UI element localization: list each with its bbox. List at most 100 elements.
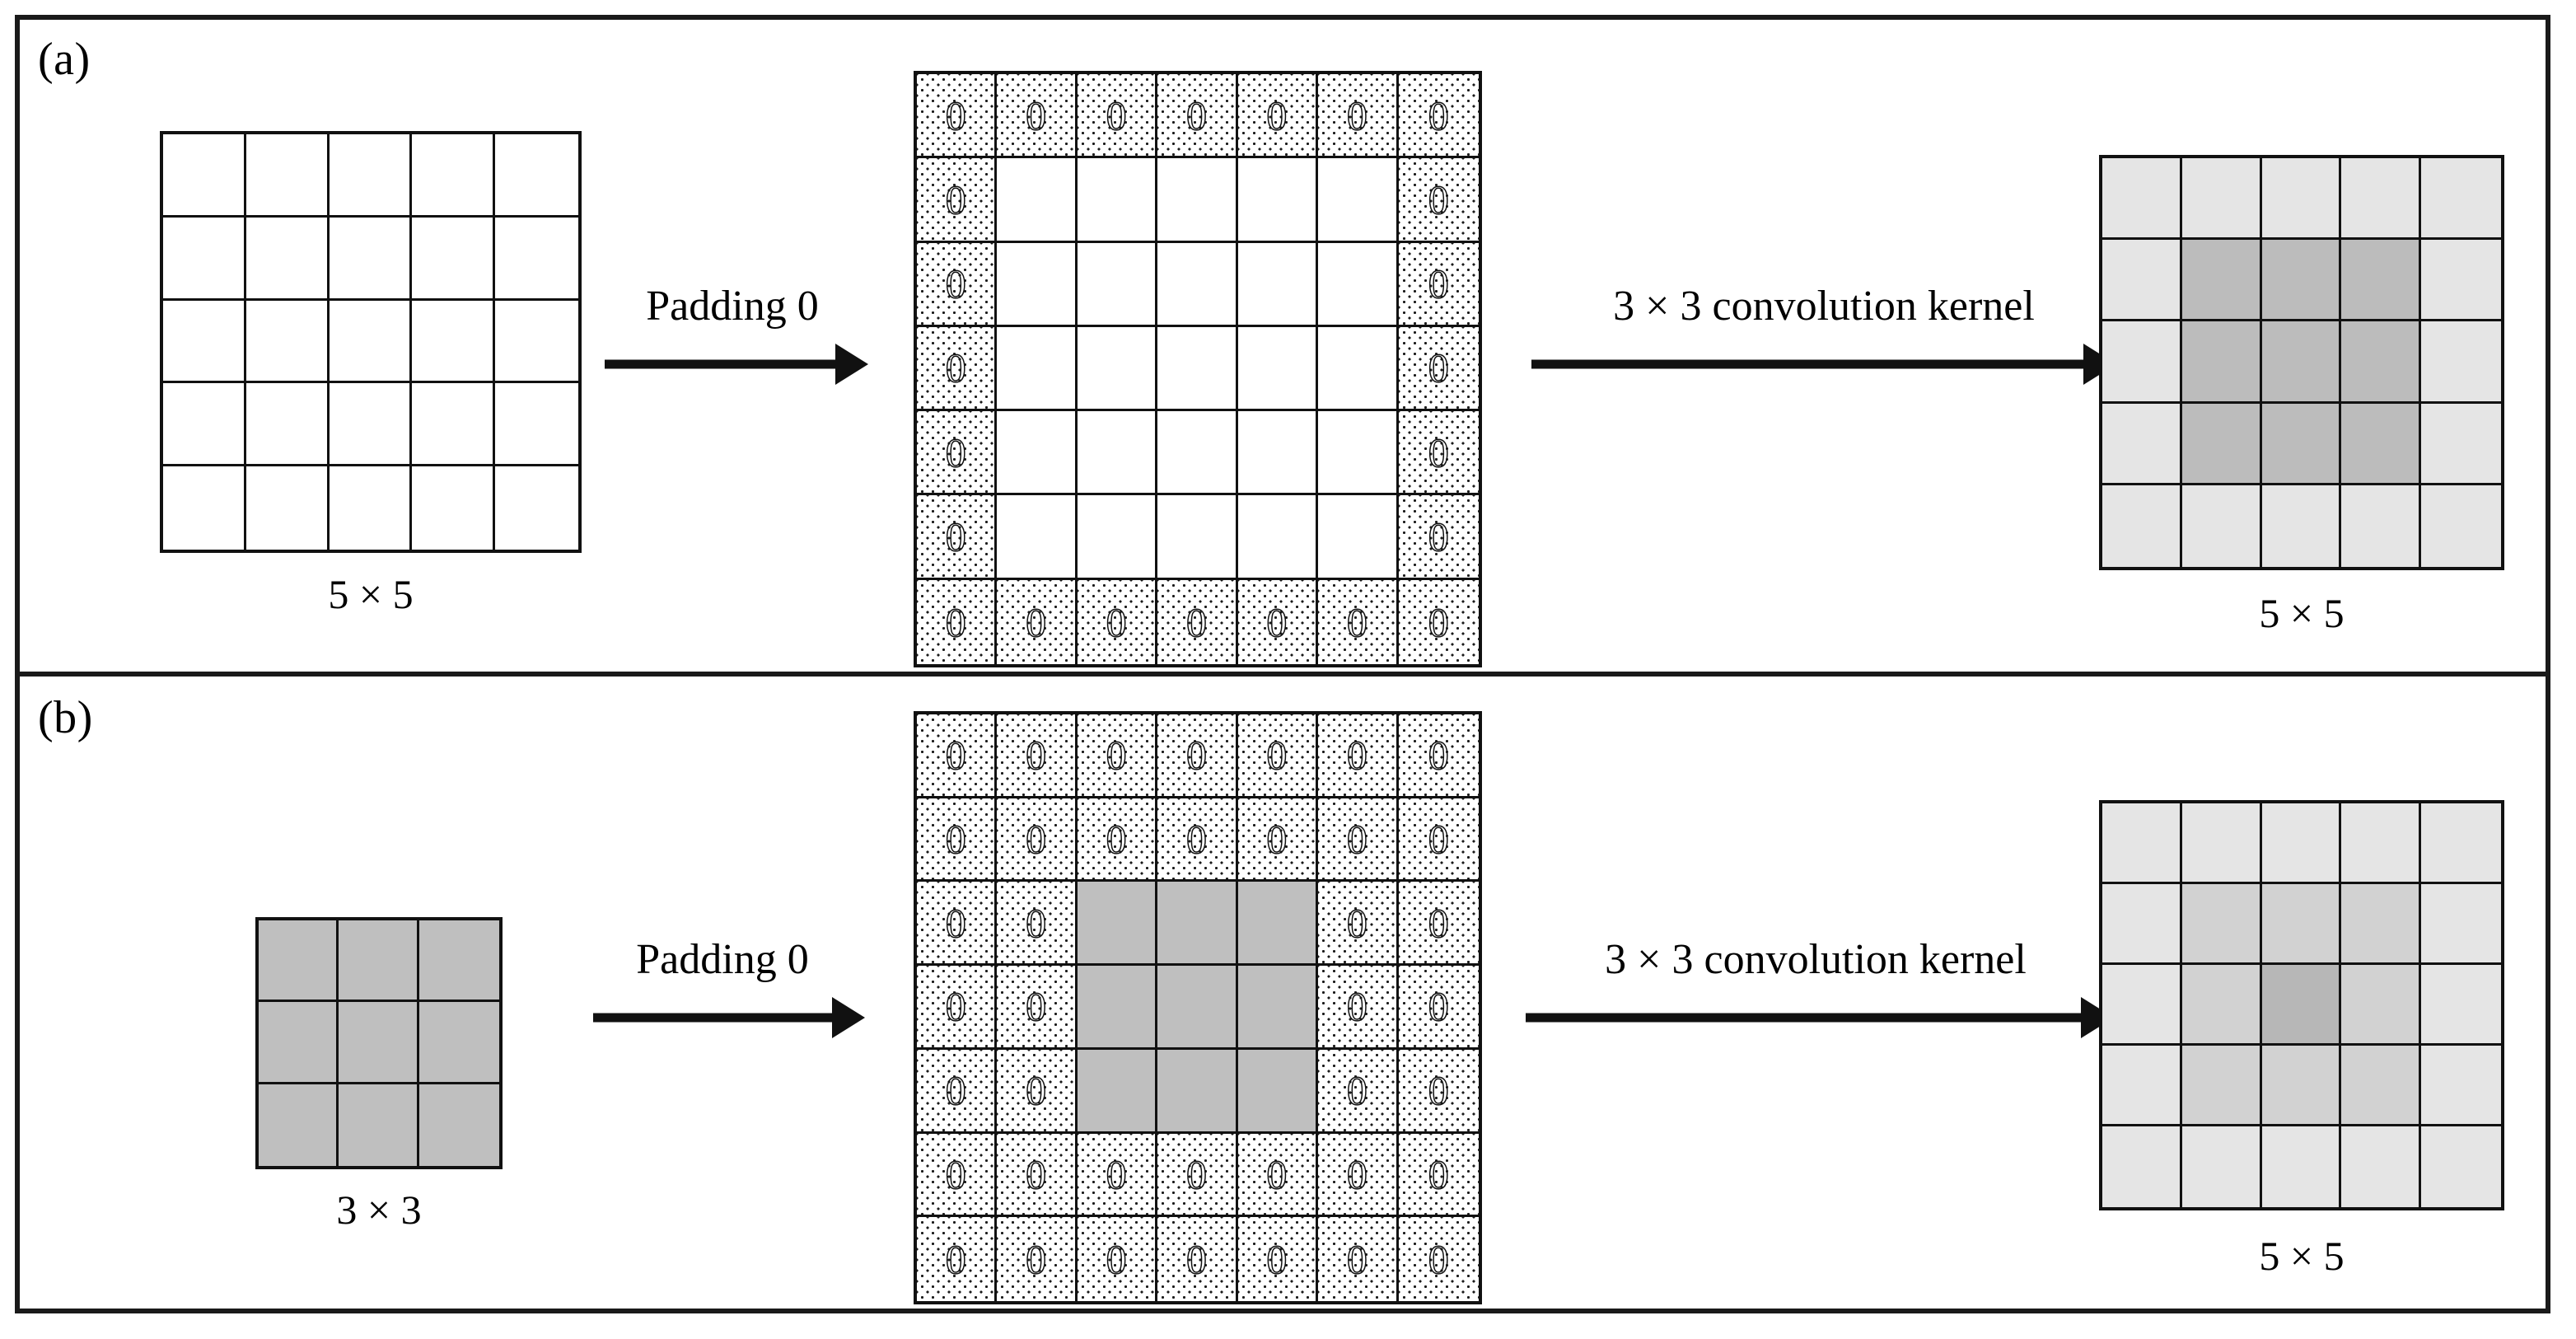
panel-a-padded-cell-r6-c6: 0 xyxy=(1398,579,1479,664)
panel-b-padded-cell-r3-c5: 0 xyxy=(1318,966,1399,1050)
panel-b-padded-cell-r3-c1: 0 xyxy=(997,966,1078,1050)
panel-a-padded-zero-label: 0 xyxy=(1106,598,1128,645)
panel-a-padded-cell-r2-c6: 0 xyxy=(1398,242,1479,327)
panel-a-padded-cell-r6-c2: 0 xyxy=(1077,579,1158,664)
panel-b-padded-cell-r0-c5: 0 xyxy=(1318,714,1399,798)
panel-b-output-caption: 5 × 5 xyxy=(2259,1233,2345,1279)
panel-b-padded-zero-label: 0 xyxy=(1185,1150,1208,1197)
panel-b-padded-cell-r3-c0: 0 xyxy=(917,966,998,1050)
panel-b-padded-cell-r4-c0: 0 xyxy=(917,1049,998,1134)
panel-b-output-cell-r3-c1 xyxy=(2181,1046,2262,1126)
panel-b-output-cell-r3-c0 xyxy=(2102,1046,2182,1126)
panel-a-input-cell-r2-c1 xyxy=(245,300,330,384)
panel-b-padded-zero-label: 0 xyxy=(1185,1236,1208,1283)
panel-b-padded-cell-r5-c5: 0 xyxy=(1318,1133,1399,1218)
panel-a-padded-zero-label: 0 xyxy=(1025,598,1047,645)
panel-b-padded-cell-r4-c1: 0 xyxy=(997,1049,1078,1134)
panel-a-input-cell-r4-c1 xyxy=(245,466,330,550)
panel-a-padded-zero-label: 0 xyxy=(945,513,967,560)
panel-a-padded-cell-r2-c5 xyxy=(1318,242,1399,327)
panel-b-padded-zero-label: 0 xyxy=(1266,732,1288,779)
panel-b-padded-cell-r1-c2: 0 xyxy=(1077,798,1158,883)
panel-a-input-cell-r4-c0 xyxy=(163,466,246,550)
panel-a-input-grid xyxy=(160,131,582,553)
panel-a-padded-zero-label: 0 xyxy=(1266,598,1288,645)
panel-a-padded-cell-r6-c3: 0 xyxy=(1157,579,1238,664)
panel-b-padded-zero-label: 0 xyxy=(1025,899,1047,946)
panel-a-output-cell-r2-c4 xyxy=(2421,321,2501,404)
panel-b-padded-cell-r6-c2: 0 xyxy=(1077,1217,1158,1301)
panel-b-padded-cell-r4-c3 xyxy=(1157,1049,1238,1134)
panel-a-padded-cell-r5-c1 xyxy=(997,495,1078,580)
panel-b-padded-cell-r1-c4: 0 xyxy=(1237,798,1319,883)
panel-a-padded-cell-r0-c5: 0 xyxy=(1318,74,1399,159)
panel-b-padded-cell-r2-c5: 0 xyxy=(1318,882,1399,967)
panel-a-input-cell-r1-c2 xyxy=(329,217,413,301)
panel-a-input-cell-r1-c3 xyxy=(412,217,496,301)
panel-b-padded-zero-label: 0 xyxy=(1428,1067,1450,1114)
panel-a-padded-cell-r1-c4 xyxy=(1237,158,1319,243)
panel-a-input-cell-r3-c1 xyxy=(245,383,330,467)
panel-b-output-cell-r1-c3 xyxy=(2341,884,2422,965)
panel-b-padded-zero-label: 0 xyxy=(1106,1150,1128,1197)
panel-a-output-cell-r1-c2 xyxy=(2261,240,2342,322)
panel-b-padded-zero-label: 0 xyxy=(1025,732,1047,779)
panel-a-padded-cell-r0-c2: 0 xyxy=(1077,74,1158,159)
panel-a-padded-cell-r3-c3 xyxy=(1157,326,1238,412)
panel-b-padded-zero-label: 0 xyxy=(1428,1236,1450,1283)
panel-a-label: (a) xyxy=(38,34,91,85)
panel-b-output-cell-r4-c0 xyxy=(2102,1126,2182,1207)
panel-b-padded-zero-label: 0 xyxy=(1025,1150,1047,1197)
panel-a-output-cell-r4-c4 xyxy=(2421,485,2501,567)
panel-b-output-cell-r2-c0 xyxy=(2102,965,2182,1046)
panel-b-padded-zero-label: 0 xyxy=(1185,732,1208,779)
panel-a-padded-zero-label: 0 xyxy=(945,260,967,307)
panel-b-input-cell-r1-c2 xyxy=(418,1002,499,1084)
panel-b-padded-zero-label: 0 xyxy=(1266,816,1288,863)
panel-b-padded-cell-r3-c2 xyxy=(1077,966,1158,1050)
panel-a-padded-cell-r0-c3: 0 xyxy=(1157,74,1238,159)
panel-b-padded-zero-label: 0 xyxy=(1428,899,1450,946)
panel-b-padded-zero-label: 0 xyxy=(945,1236,967,1283)
panel-b-output-cell-r1-c1 xyxy=(2181,884,2262,965)
panel-b-padded-cell-r4-c4 xyxy=(1237,1049,1319,1134)
panel-b-input-cell-r1-c1 xyxy=(339,1002,419,1084)
panel-b-padded-zero-label: 0 xyxy=(1428,1150,1450,1197)
panel-a-output-cell-r4-c3 xyxy=(2341,485,2422,567)
panel-b-output-cell-r3-c2 xyxy=(2261,1046,2342,1126)
panel-a-input-cell-r2-c2 xyxy=(329,300,413,384)
panel-a-input-cell-r0-c0 xyxy=(163,134,246,218)
panel-b-padded-cell-r5-c2: 0 xyxy=(1077,1133,1158,1218)
panel-b-output-cell-r0-c0 xyxy=(2102,803,2182,884)
panel-b-padded-cell-r2-c4 xyxy=(1237,882,1319,967)
panel-b-output-cell-r2-c2 xyxy=(2261,965,2342,1046)
panel-b-padded-cell-r6-c6: 0 xyxy=(1398,1217,1479,1301)
panel-b-output-cell-r2-c1 xyxy=(2181,965,2262,1046)
panel-b-input-cell-r1-c0 xyxy=(259,1002,339,1084)
panel-b-padded-zero-label: 0 xyxy=(1266,1236,1288,1283)
panel-b-padded-cell-r1-c3: 0 xyxy=(1157,798,1238,883)
panel-a-input-cell-r2-c0 xyxy=(163,300,246,384)
panel-a-output-cell-r2-c2 xyxy=(2261,321,2342,404)
panel-a-padded-zero-label: 0 xyxy=(945,598,967,645)
panel-a-arrow1-label: Padding 0 xyxy=(646,283,819,330)
panel-b-padded-cell-r0-c1: 0 xyxy=(997,714,1078,798)
panel-b-padded-cell-r5-c3: 0 xyxy=(1157,1133,1238,1218)
panel-b-padded-cell-r0-c3: 0 xyxy=(1157,714,1238,798)
panel-a-padded-zero-label: 0 xyxy=(1346,91,1368,138)
panel-b-padded-cell-r2-c3 xyxy=(1157,882,1238,967)
panel-a-output-cell-r4-c2 xyxy=(2261,485,2342,567)
panel-a-input-cell-r1-c0 xyxy=(163,217,246,301)
panel-b-arrow1-label: Padding 0 xyxy=(636,936,809,983)
panel-b-input-cell-r0-c0 xyxy=(259,920,339,1003)
panel-a-padded-zero-label: 0 xyxy=(945,428,967,475)
panel-a-padded-cell-r0-c0: 0 xyxy=(917,74,998,159)
panel-b-padded-cell-r6-c3: 0 xyxy=(1157,1217,1238,1301)
panel-a-input-cell-r0-c2 xyxy=(329,134,413,218)
panel-a-input-cell-r3-c4 xyxy=(495,383,578,467)
panel-a-padded-cell-r1-c1 xyxy=(997,158,1078,243)
panel-b-padded-cell-r3-c3 xyxy=(1157,966,1238,1050)
panel-b-padded-zero-label: 0 xyxy=(1025,816,1047,863)
